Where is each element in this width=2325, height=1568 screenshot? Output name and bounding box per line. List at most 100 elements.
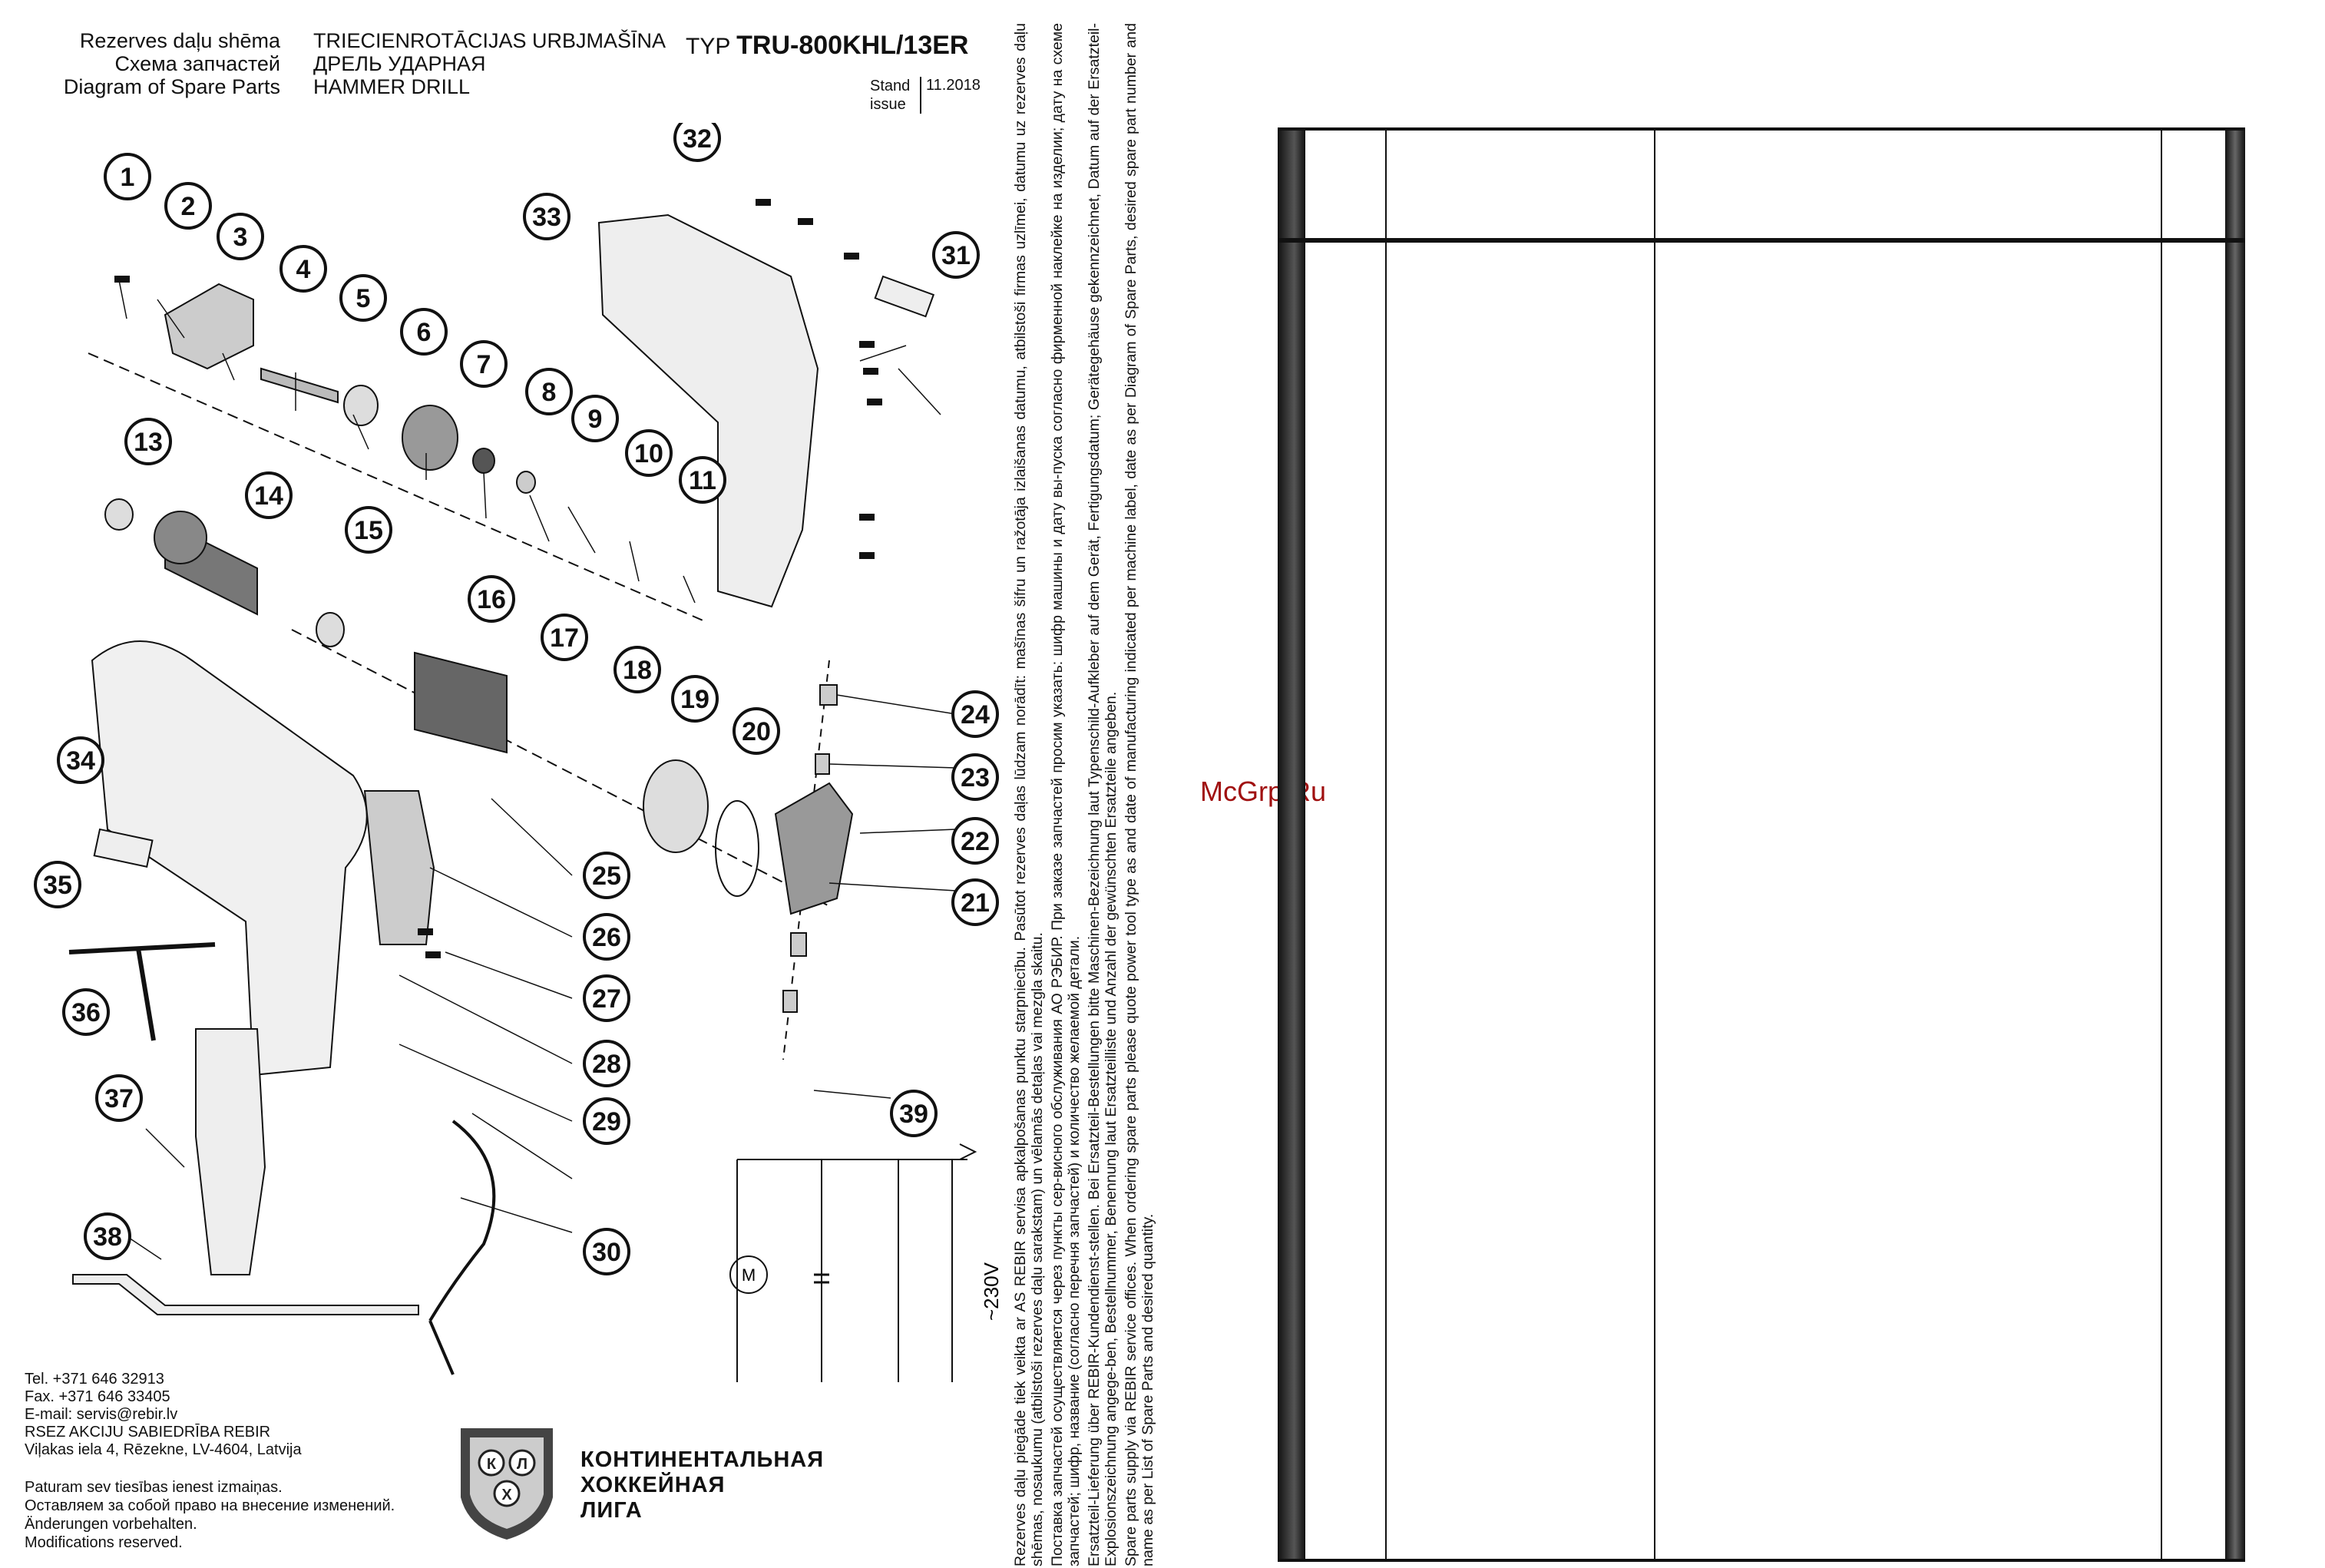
callout-number: 3 <box>233 223 248 252</box>
callout-number: 14 <box>254 481 283 511</box>
drill-chuck-shape <box>164 283 254 370</box>
callout-37: 37 <box>95 1074 143 1122</box>
callout-number: 15 <box>354 516 383 545</box>
table-column-divider <box>1385 127 1387 1562</box>
model-number: TRU-800KHL/13ER <box>736 31 969 60</box>
callout-30: 30 <box>583 1228 630 1275</box>
title-block-languages: Rezerves daļu shēma Схема запчастей Diag… <box>46 29 280 98</box>
product-name-en: HAMMER DRILL <box>313 75 471 98</box>
callout-36: 36 <box>62 988 110 1036</box>
callout-number: 18 <box>623 656 652 685</box>
callout-34: 34 <box>57 736 104 784</box>
callout-number: 29 <box>592 1107 621 1136</box>
callout-26: 26 <box>583 913 630 961</box>
callout-35: 35 <box>34 861 81 908</box>
screws-group <box>114 199 882 958</box>
parts-table <box>1278 127 2245 1562</box>
callout-number: 8 <box>542 378 557 407</box>
spare-parts-sheet: Rezerves daļu shēma Схема запчастей Diag… <box>0 0 1156 1568</box>
callout-number: 9 <box>588 405 603 434</box>
issue-date: 11.2018 <box>920 77 981 114</box>
axis-line <box>88 352 707 623</box>
rating-label-shape <box>874 275 935 318</box>
callout-number: 32 <box>683 124 712 154</box>
spring-clip-shape <box>715 800 759 897</box>
callout-number: 27 <box>592 984 621 1014</box>
callout-number: 23 <box>961 763 990 792</box>
callout-11: 11 <box>679 456 726 504</box>
khl-name-line-3: ЛИГА <box>580 1498 643 1523</box>
table-header-cell <box>1659 135 2158 235</box>
khl-name-line-2: ХОККЕЙНАЯ <box>580 1473 726 1497</box>
needle-bearing-shape <box>472 448 495 474</box>
contact-tel: Tel. +371 646 32913 <box>25 1371 164 1388</box>
contact-email: E-mail: servis@rebir.lv <box>25 1406 178 1423</box>
callout-number: 30 <box>592 1238 621 1267</box>
callout-number: 25 <box>592 862 621 891</box>
carbon-brush-shape <box>782 990 798 1013</box>
table-top-border <box>1278 127 2245 131</box>
carbon-brush-shape <box>790 932 807 957</box>
brush-ring-shape <box>643 759 709 853</box>
wiring-diagram <box>729 1143 977 1382</box>
stator-shape <box>414 651 508 754</box>
power-cable-shape <box>428 1120 496 1375</box>
instructions-ru: Поставка запчастей осуществляется через … <box>1049 23 1083 1566</box>
table-header-cell <box>1308 135 1382 235</box>
callout-number: 2 <box>181 192 196 221</box>
callout-23: 23 <box>951 753 999 801</box>
callout-9: 9 <box>571 395 619 442</box>
table-bottom-border <box>1278 1559 2245 1562</box>
callout-number: 38 <box>93 1222 122 1252</box>
callout-22: 22 <box>951 817 999 865</box>
ordering-instructions: Rezerves daļu piegāde tiek veikta ar AS … <box>1012 23 1159 1566</box>
rights-ru: Оставляем за собой право на внесение изм… <box>25 1497 395 1514</box>
table-left-border <box>1278 127 1305 1562</box>
callout-number: 21 <box>961 888 990 918</box>
callout-19: 19 <box>671 675 719 723</box>
callout-4: 4 <box>279 245 327 293</box>
callout-39: 39 <box>890 1090 938 1137</box>
callout-number: 26 <box>592 923 621 952</box>
callout-8: 8 <box>525 368 573 415</box>
callout-number: 33 <box>532 203 561 232</box>
product-name-ru: ДРЕЛЬ УДАРНАЯ <box>313 52 486 75</box>
callout-number: 31 <box>941 241 971 270</box>
callout-18: 18 <box>613 646 661 693</box>
instructions-lv: Rezerves daļu piegāde tiek veikta ar AS … <box>1012 23 1046 1566</box>
callout-7: 7 <box>460 340 508 388</box>
carbon-brush-shape <box>819 684 838 706</box>
callout-number: 20 <box>742 717 771 746</box>
rights-en: Modifications reserved. <box>25 1534 183 1551</box>
voltage-label: ~230V <box>980 1262 1003 1321</box>
callout-20: 20 <box>733 707 780 755</box>
motor-symbol-label: M <box>742 1265 756 1285</box>
armature-fan-shape <box>154 511 207 564</box>
model-designation: TYP TRU-800KHL/13ER <box>686 31 968 61</box>
callout-number: 16 <box>477 585 506 614</box>
product-name-lv: TRIECIENROTĀCIJAS URBJMAŠĪNA <box>313 29 666 52</box>
callout-number: 4 <box>296 255 311 284</box>
gear-plate-shape <box>402 405 458 471</box>
callout-15: 15 <box>345 506 392 554</box>
brush-holder-shape <box>774 782 854 915</box>
drill-body-shape <box>91 640 368 1077</box>
contact-company: RSEZ AKCIJU SABIEDRĪBA REBIR <box>25 1424 271 1441</box>
callout-number: 28 <box>592 1050 621 1079</box>
callout-28: 28 <box>583 1040 630 1087</box>
table-column-divider <box>2161 127 2162 1562</box>
callout-29: 29 <box>583 1097 630 1145</box>
bearing-shape <box>343 385 379 426</box>
spindle-shape <box>260 367 339 404</box>
khl-name: КОНТИНЕНТАЛЬНАЯ ХОККЕЙНАЯ ЛИГА <box>580 1447 824 1523</box>
callout-17: 17 <box>541 614 588 661</box>
callout-21: 21 <box>951 878 999 926</box>
callout-number: 39 <box>899 1100 928 1129</box>
product-name-block: TRIECIENROTĀCIJAS URBJMAŠĪNA ДРЕЛЬ УДАРН… <box>313 29 666 98</box>
callout-14: 14 <box>245 471 293 519</box>
callout-1: 1 <box>104 153 151 200</box>
khl-logo-icon: К Л Х <box>461 1428 553 1540</box>
svg-text:Х: Х <box>501 1487 512 1503</box>
callout-13: 13 <box>124 418 172 465</box>
callout-number: 35 <box>43 871 72 900</box>
